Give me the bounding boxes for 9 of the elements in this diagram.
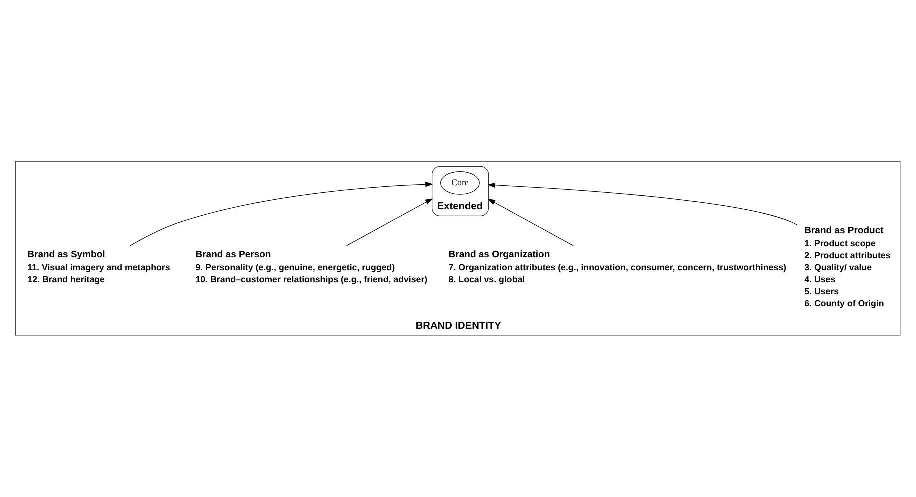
arrow (488, 198, 574, 246)
arrow (488, 182, 798, 226)
node-text: Brand as Symbol 11. Visual imagery and metaphors 12. Brand heritage (28, 250, 170, 285)
node-text: Brand as Organization 7. Organization attributes (e.g., innovation, consumer, concern, trustworthiness) 8. Local vs. global (448, 250, 787, 285)
node-text: Brand as Person 9. Personality (e.g., genuine, energetic, rugged) 10. Brand–customer relationships (e.g., friend, adviser) (196, 250, 428, 285)
arrow (130, 182, 434, 246)
node-ellipse: Core (440, 171, 480, 195)
arrow (346, 198, 434, 246)
node-text: Brand as Product 1. Product scope 2. Product attributes 3. Quality/ value 4. Uses 5. Users 6. County of Origin (804, 226, 891, 309)
